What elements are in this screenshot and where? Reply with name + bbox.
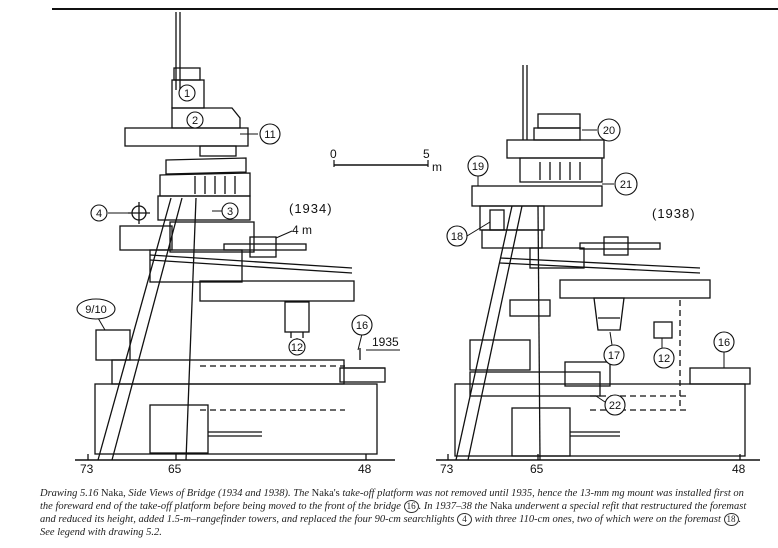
caption-ship-3: Naka — [490, 501, 513, 512]
frame-73-right: 73 — [440, 462, 454, 476]
caption-label: Drawing 5.16 — [40, 488, 99, 499]
scale-unit: m — [432, 160, 442, 174]
caption-text-5: with three 110-cm ones, two of which wer… — [474, 514, 721, 525]
caption-text-3: . In 1937–38 the — [418, 501, 488, 512]
rangefinder-label: 4 m — [292, 223, 312, 237]
scale-bar: 0 5 m — [330, 147, 442, 174]
callout-16b: 16 — [718, 337, 730, 349]
callout-2: 2 — [192, 115, 198, 127]
callout-4: 4 — [96, 208, 102, 220]
callout-3-circle — [221, 202, 239, 220]
callout-12b-circle — [653, 347, 675, 369]
caption-text-2: take-off platform was not removed until … — [40, 488, 744, 512]
callout-2-circle — [186, 111, 204, 129]
callout-11: 11 — [264, 129, 275, 141]
figure-caption: Drawing 5.16 Naka, Side Views of Bridge … — [40, 487, 752, 539]
callout-21: 21 — [620, 179, 632, 191]
callout-9-10: 9/10 — [85, 304, 106, 316]
view-1938 — [436, 65, 760, 461]
callout-12: 12 — [291, 342, 303, 354]
callout-22-circle — [604, 394, 626, 416]
callout-16b-circle — [713, 331, 735, 353]
caption-ref-4: 4 — [457, 513, 473, 526]
callout-12b: 12 — [658, 353, 670, 365]
callout-9-10-ellipse — [76, 298, 116, 320]
platform-year-label: 1935 — [372, 335, 399, 349]
caption-text-4: underwent a special refit that restructu… — [40, 501, 747, 525]
callout-18-circle — [446, 225, 468, 247]
caption-ship-2: Naka's — [311, 488, 340, 499]
frame-65-left: 65 — [168, 462, 182, 476]
callout-21-circle — [614, 172, 638, 196]
callout-18: 18 — [451, 231, 463, 243]
callout-20-circle — [597, 118, 621, 142]
caption-ref-18: 18 — [723, 513, 739, 526]
callout-16-circle — [351, 314, 373, 336]
callout-19-circle — [467, 155, 489, 177]
frame-48-left: 48 — [358, 462, 372, 476]
leaders-1938 — [466, 129, 725, 403]
scale-start: 0 — [330, 147, 337, 161]
caption-text-1: The — [293, 488, 309, 499]
callout-1-circle — [178, 84, 196, 102]
caption-ref-16: 16 — [403, 500, 419, 513]
callout-11-circle — [259, 123, 281, 145]
frame-48-right: 48 — [732, 462, 746, 476]
callout-3: 3 — [227, 206, 233, 218]
caption-text-6: . See legend with drawing 5.2. — [40, 514, 742, 538]
scale-end: 5 — [423, 147, 430, 161]
callout-17: 17 — [608, 350, 620, 362]
callout-12-circle — [288, 338, 306, 356]
frame-73-left: 73 — [80, 462, 94, 476]
callout-22: 22 — [609, 400, 621, 412]
year-label-1934: (1934) — [289, 201, 333, 216]
view-1934 — [75, 12, 395, 461]
bridge-side-views-drawing: 1 2 11 3 4 9/10 16 12 (1934) 4 m 1935 73… — [52, 8, 778, 476]
callout-16: 16 — [356, 320, 368, 332]
callout-20: 20 — [603, 125, 615, 137]
year-label-1938: (1938) — [652, 206, 696, 221]
caption-ship: Naka, — [100, 488, 126, 499]
callout-17-circle — [603, 344, 625, 366]
caption-title: Side Views of Bridge (1934 and 1938). — [128, 488, 291, 499]
callout-4-circle — [90, 204, 108, 222]
callout-1: 1 — [184, 88, 190, 100]
frame-65-right: 65 — [530, 462, 544, 476]
callout-19: 19 — [472, 161, 484, 173]
leaders-1934 — [97, 133, 400, 351]
